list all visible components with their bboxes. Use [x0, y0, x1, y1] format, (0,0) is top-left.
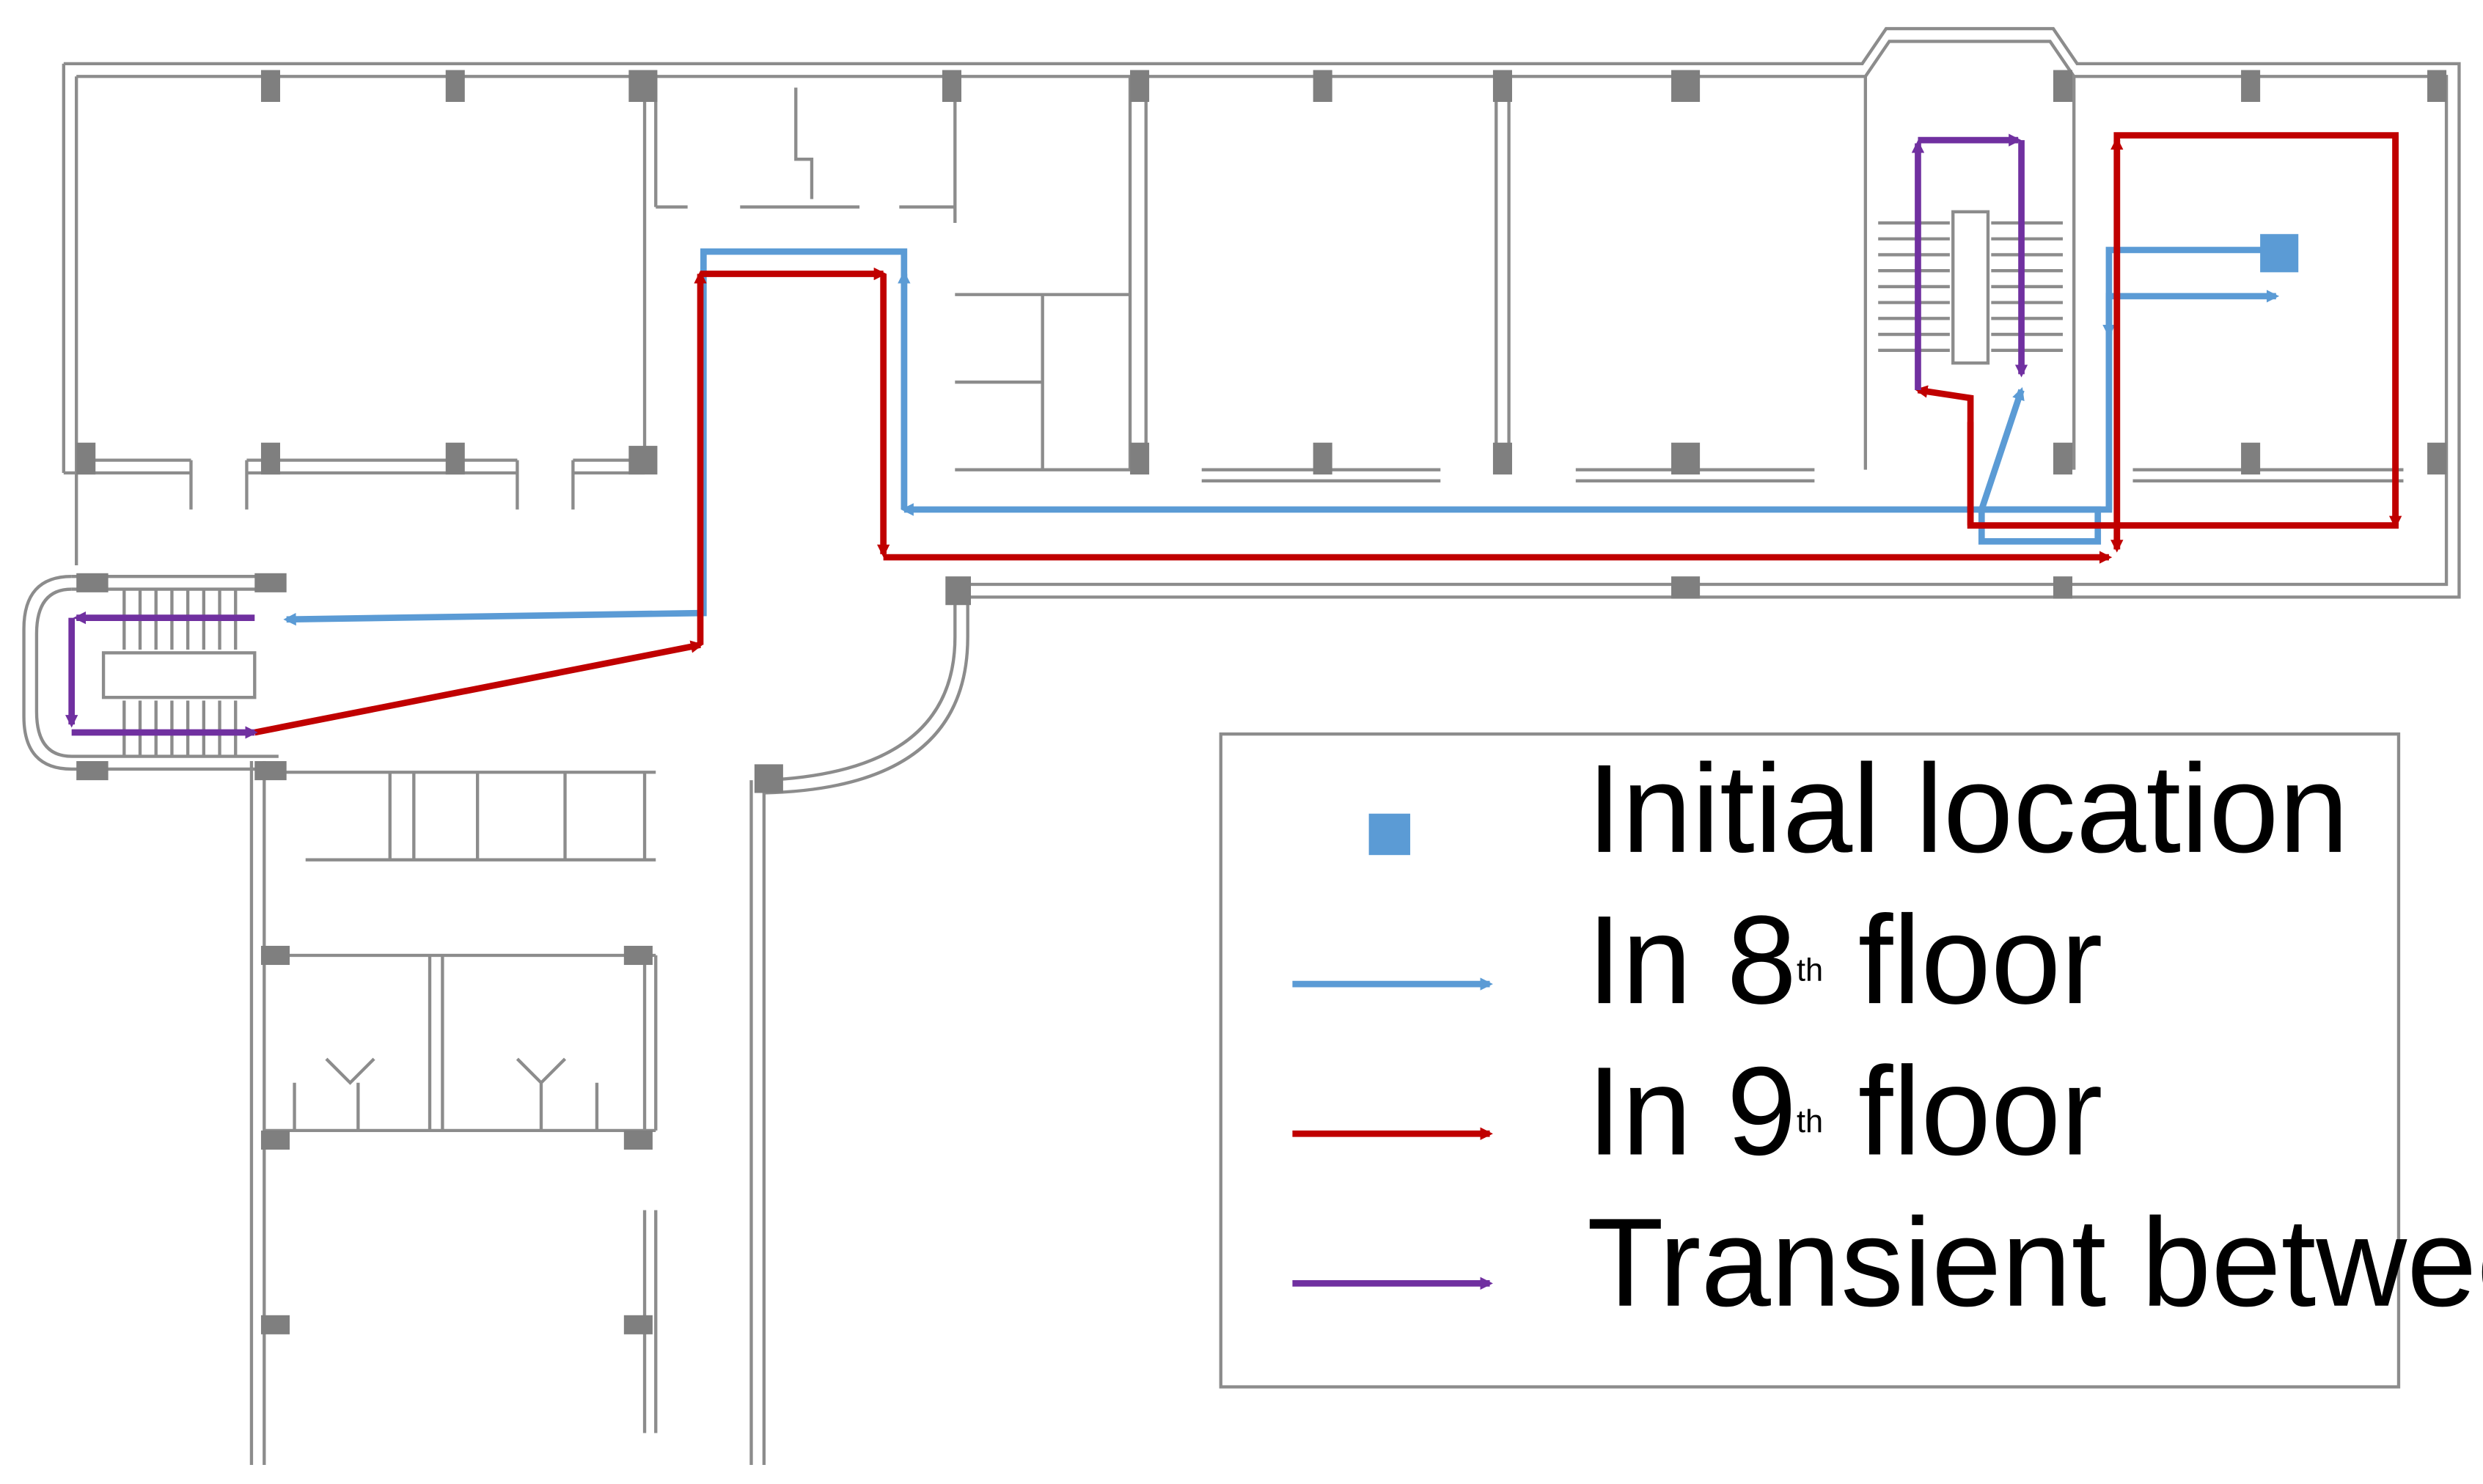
- initial-location-marker: [2260, 234, 2299, 273]
- blue-square-icon: [1368, 813, 1411, 856]
- legend-floor-9-prefix: In 9: [1587, 1041, 1797, 1181]
- legend-floor-8-suffix: floor: [1823, 890, 2102, 1030]
- legend-floor-8-label: In 8th floor: [1587, 890, 2102, 1030]
- route-transient: [65, 133, 2028, 739]
- legend-floor-9-label: In 9th floor: [1587, 1041, 2102, 1181]
- route-floor-8-segment: [283, 248, 908, 626]
- route-floor-9-segment: [254, 640, 704, 736]
- building-columns: [76, 70, 2447, 1334]
- legend-floor-8-prefix: In 8: [1587, 890, 1797, 1030]
- route-floor-9-segment: [1967, 132, 2399, 553]
- route-floor-9-segment: [1915, 385, 1974, 526]
- route-floor-8-segment: [2105, 290, 2280, 510]
- legend-floor-8-sup: th: [1797, 953, 1823, 988]
- legend-initial-location-label: Initial location: [1587, 739, 2349, 879]
- route-floor-8-segment: [1977, 386, 2102, 545]
- legend-floor-9-suffix: floor: [1823, 1041, 2102, 1181]
- legend-floor-9-sup: th: [1797, 1104, 1823, 1139]
- building-walls: [22, 26, 2461, 1465]
- route-floor-8: [283, 246, 2280, 626]
- legend-transient-label: Transient between floors: [1587, 1193, 2483, 1333]
- legend: Initial location In 8th floor In 9th flo…: [1219, 732, 2483, 1389]
- legend-box: [1219, 732, 2401, 1389]
- route-floor-9: [254, 132, 2402, 736]
